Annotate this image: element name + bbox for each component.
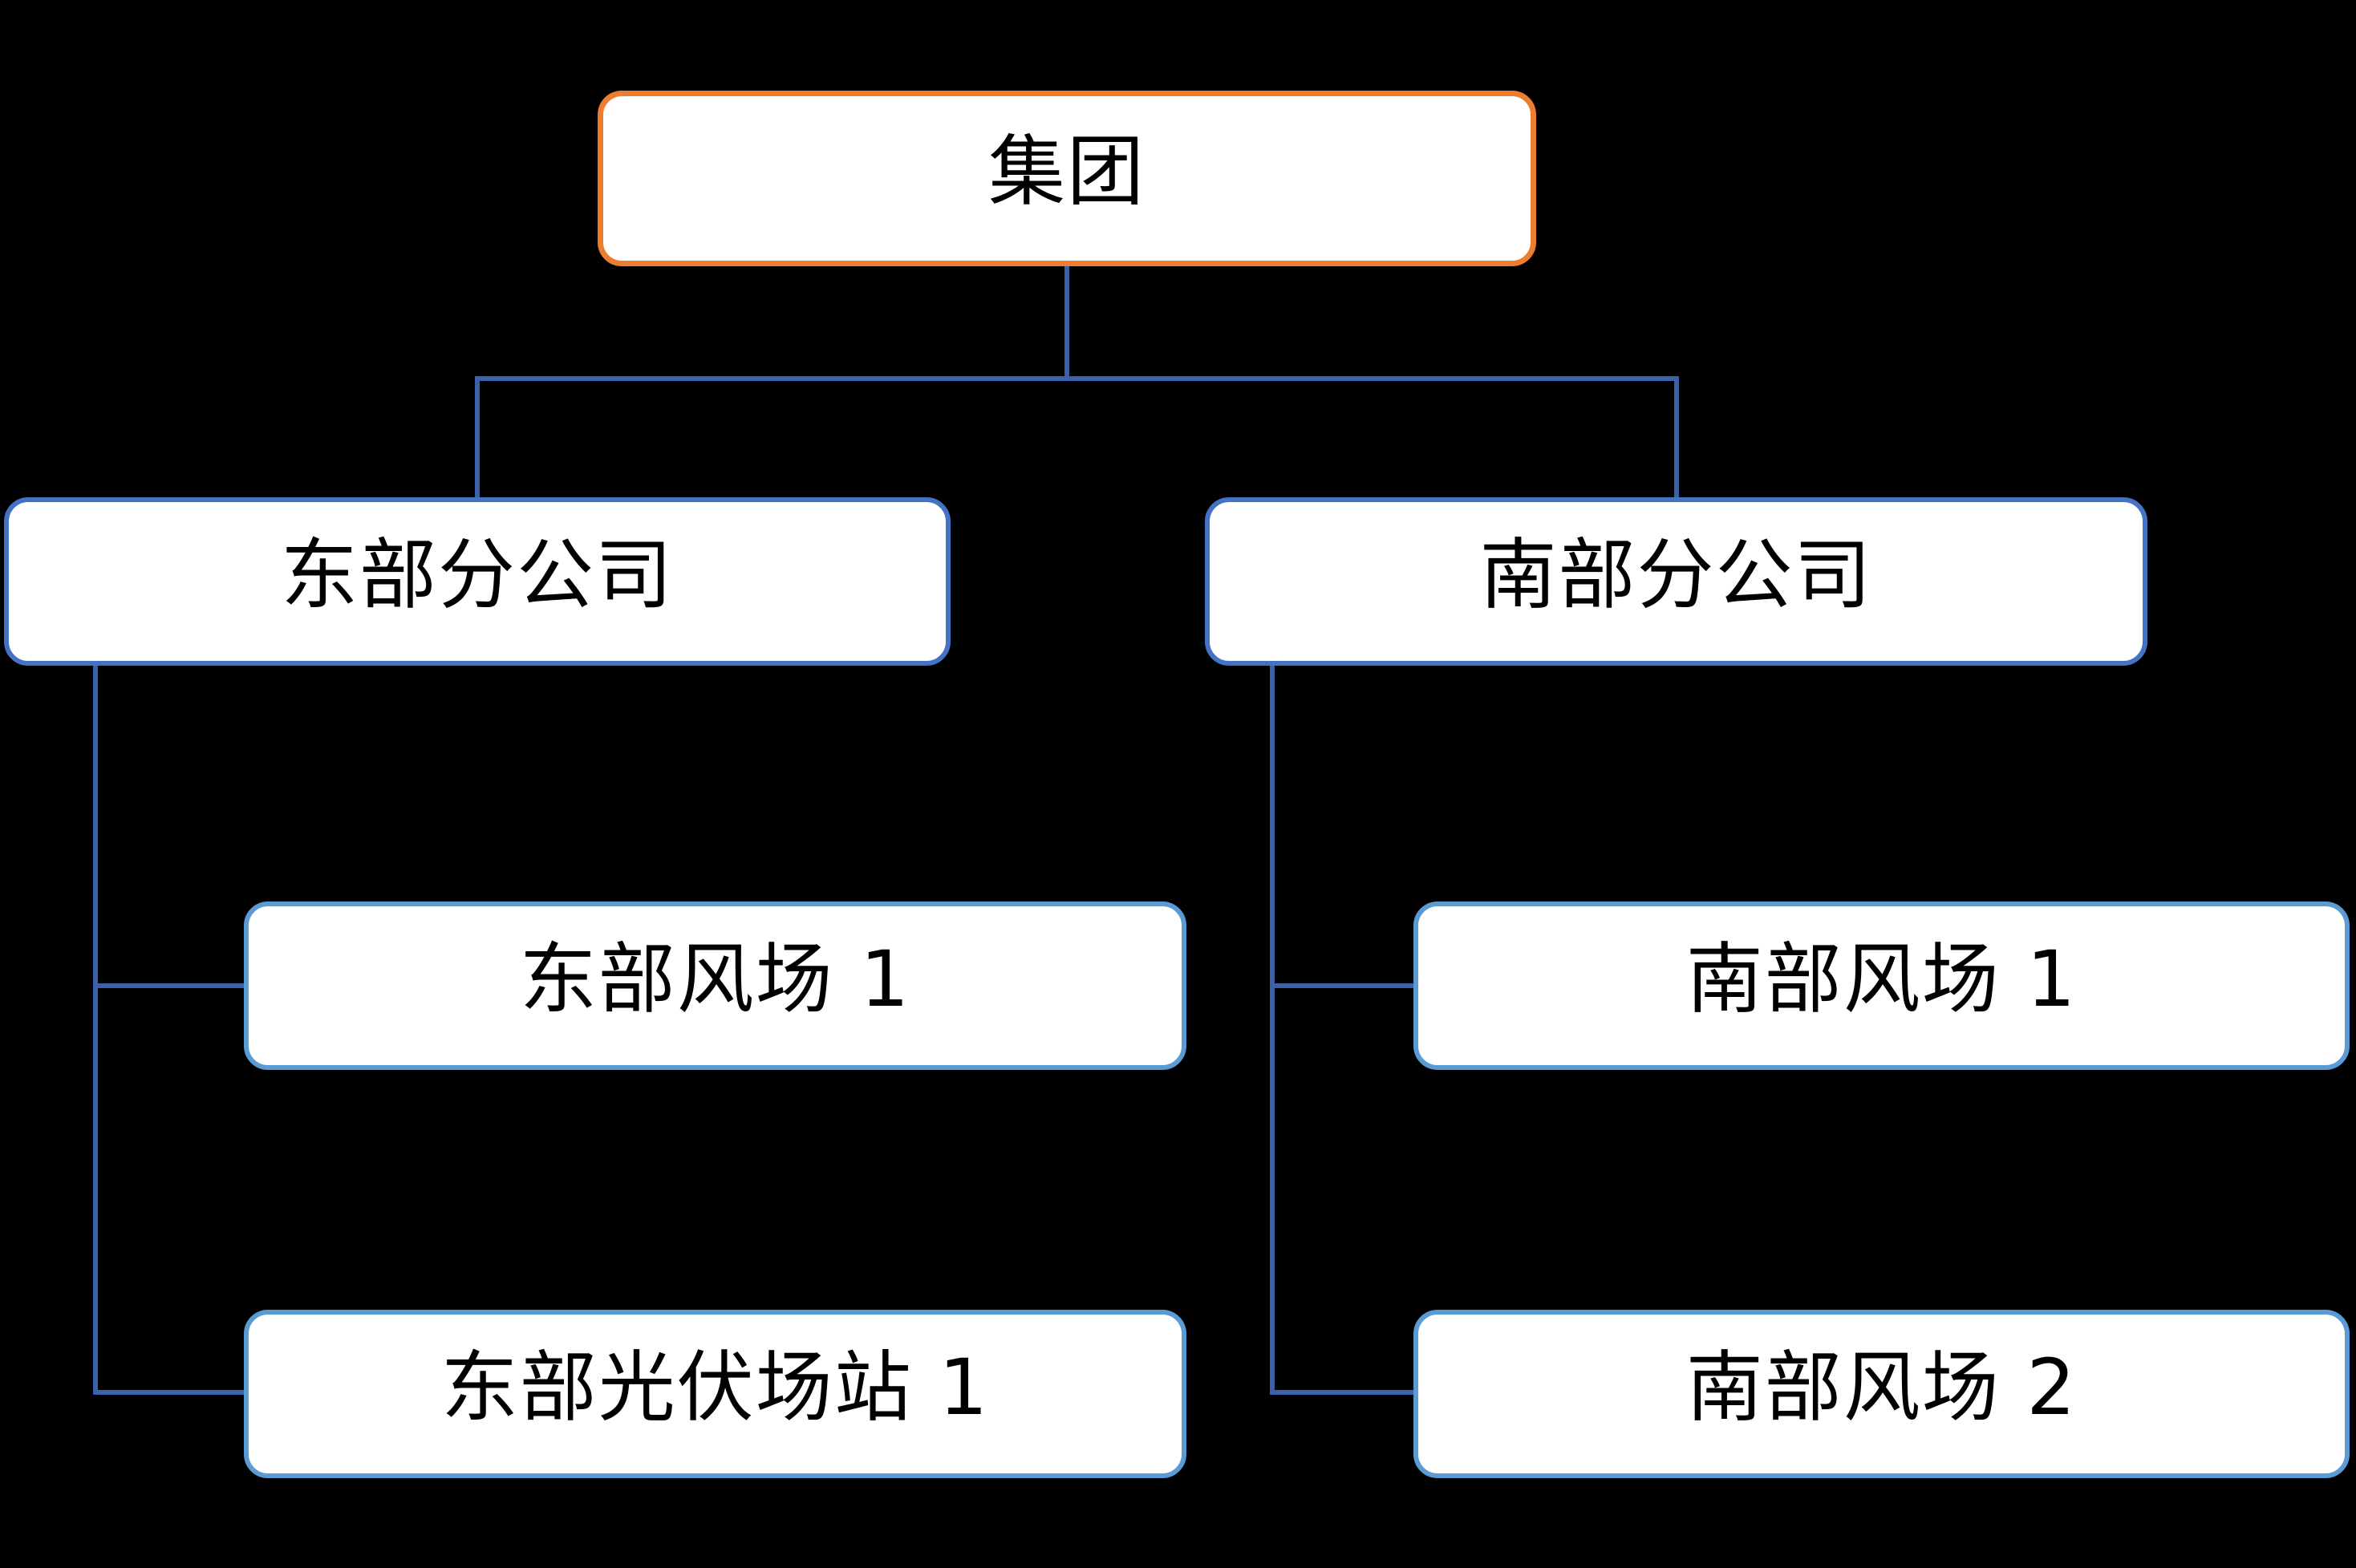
- org-node-south-branch: 南部分公司: [1205, 497, 2147, 666]
- connector-east-pv-1-elbow: [93, 1390, 247, 1395]
- org-node-south-wind-2: 南部风场 2: [1413, 1310, 2350, 1478]
- connector-south-branch-drop: [1674, 376, 1679, 500]
- org-node-east-wind-1: 东部风场 1: [244, 901, 1186, 1070]
- org-node-east-branch-label: 东部分公司: [281, 529, 674, 620]
- connector-east-branch-drop: [475, 376, 480, 500]
- connector-south-subtree-trunk: [1270, 664, 1275, 1395]
- connector-south-wind-2-elbow: [1270, 1390, 1417, 1395]
- connector-root-vertical: [1064, 265, 1069, 381]
- org-node-group-label: 集团: [988, 127, 1146, 217]
- org-node-south-wind-2-label: 南部风场 2: [1685, 1342, 2078, 1432]
- org-node-east-pv-1: 东部光伏场站 1: [244, 1310, 1186, 1478]
- connector-junction-horizontal: [475, 376, 1679, 381]
- connector-east-subtree-trunk: [93, 664, 98, 1395]
- org-node-east-pv-1-label: 东部光伏场站 1: [440, 1342, 990, 1432]
- connector-south-wind-1-elbow: [1270, 983, 1417, 988]
- org-node-east-branch: 东部分公司: [4, 497, 951, 666]
- org-node-south-wind-1-label: 南部风场 1: [1685, 934, 2078, 1024]
- org-node-south-branch-label: 南部分公司: [1479, 529, 1873, 620]
- connector-east-wind-1-elbow: [93, 983, 247, 988]
- org-node-east-wind-1-label: 东部风场 1: [519, 934, 911, 1024]
- org-node-south-wind-1: 南部风场 1: [1413, 901, 2350, 1070]
- org-node-group: 集团: [598, 91, 1536, 266]
